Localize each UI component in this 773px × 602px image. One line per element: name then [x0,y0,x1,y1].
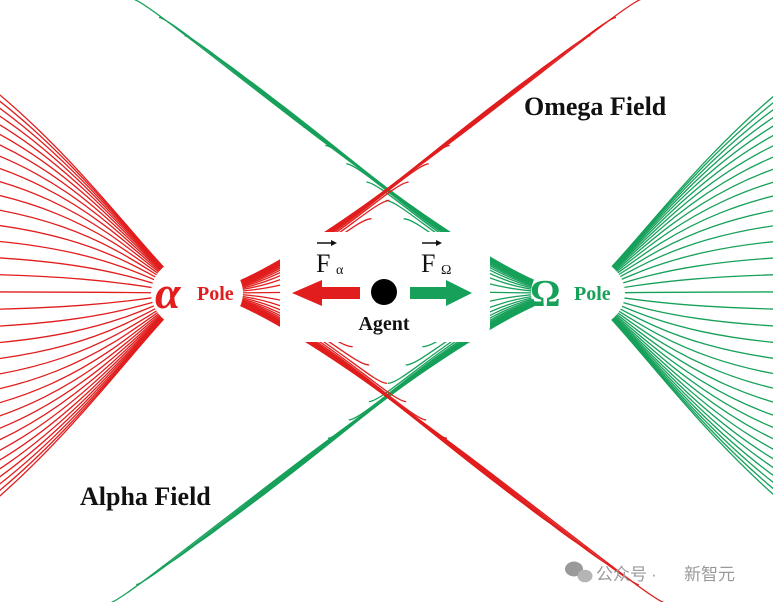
force-omega-subscript: Ω [441,263,451,278]
force-alpha-label: F α [316,240,344,278]
alpha-field-line [196,292,665,602]
force-omega-arrow [410,280,472,306]
wechat-bubbles-icon [565,561,593,583]
omega-field-line [577,109,773,294]
alpha-field-line [0,292,198,485]
omega-pole-halo [531,255,625,331]
omega-pole-symbol: Ω [530,273,560,315]
force-alpha-subscript: α [336,263,344,278]
force-alpha-letter: F [316,249,330,278]
watermark: 公众号 · 新智元 [565,561,735,584]
alpha-field-title: Alpha Field [80,482,211,511]
omega-pole-label: Pole [574,283,611,305]
omega-field-line [577,292,773,460]
force-alpha-arrow [292,280,360,306]
omega-field-title: Omega Field [524,92,667,121]
alpha-field-line [0,100,198,294]
omega-field-line [577,116,773,294]
alpha-pole-label: Pole [197,283,234,305]
alpha-pole-halo [151,255,243,331]
force-omega-label: F Ω [421,240,451,278]
agent-dot [371,279,397,305]
omega-field-line [577,292,773,476]
agent-label: Agent [358,313,409,335]
omega-field-line [110,292,579,602]
alpha-field-line [0,115,198,294]
watermark-account: 新智元 [684,565,735,584]
omega-field-line [577,292,773,468]
alpha-field-line [0,292,198,491]
watermark-separator: · [651,565,657,584]
force-omega-letter: F [421,249,435,278]
alpha-field-line [0,107,198,294]
alpha-field-line [0,94,198,294]
alpha-pole-symbol: α [155,267,182,318]
watermark-platform: 公众号 [596,565,647,584]
omega-field-line [577,102,773,294]
